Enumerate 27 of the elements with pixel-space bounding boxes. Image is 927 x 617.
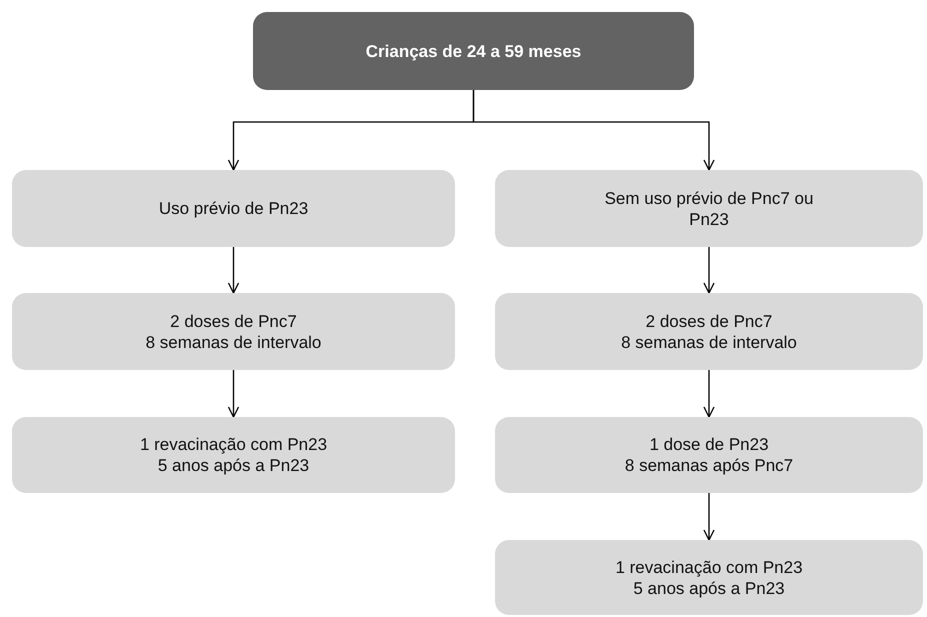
process-box <box>495 170 923 247</box>
box-text: 8 semanas após Pnc7 <box>624 455 794 476</box>
process-box <box>495 417 923 493</box>
process-box <box>12 170 455 247</box>
process-box <box>495 540 923 615</box>
box-text: 2 doses de Pnc7 <box>646 310 772 332</box>
box-text: 1 revacinação com Pn23 <box>615 556 803 578</box>
box-text: 8 semanas de intervalo <box>146 332 322 352</box>
arrow <box>703 370 715 418</box>
box-text: 1 dose de Pn23 <box>649 434 769 455</box>
box-text: 5 anos após a Pn23 <box>633 578 785 598</box>
process-box <box>12 417 455 493</box>
process-box <box>253 12 694 90</box>
box-text: 1 revacinação com Pn23 <box>140 434 328 455</box>
box-text: Sem uso prévio de Pnc7 ou Pn23 <box>604 188 814 230</box>
arrow <box>228 247 240 294</box>
box-text: 5 anos após a Pn23 <box>158 455 310 476</box>
arrow <box>703 247 715 294</box>
arrow <box>472 90 715 171</box>
process-box <box>495 293 923 370</box>
process-box <box>12 293 455 370</box>
box-text: 8 semanas de intervalo <box>621 332 797 352</box>
box-text: Uso prévio de Pn23 <box>158 198 308 219</box>
arrow <box>228 370 240 418</box>
arrow <box>703 493 715 541</box>
box-text: 2 doses de Pnc7 <box>170 310 297 332</box>
box-text: Crianças de 24 a 59 meses <box>366 40 582 62</box>
